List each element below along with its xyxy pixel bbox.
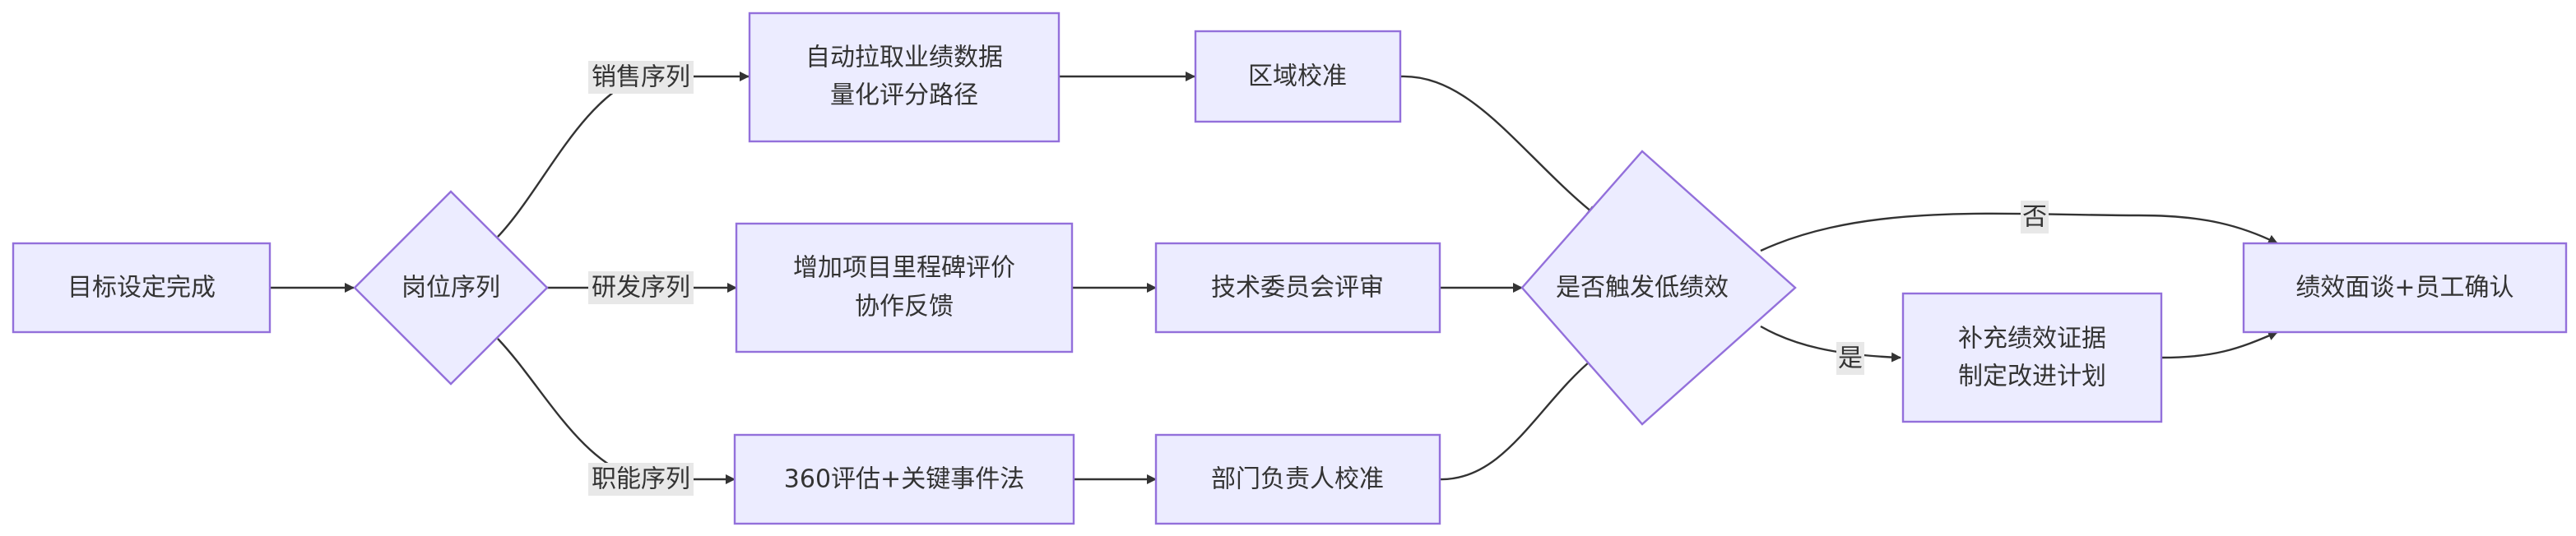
- node-rd-eval-line1: 增加项目里程碑评价: [793, 254, 1015, 283]
- edge-role-to-func: [497, 338, 736, 484]
- node-tech-review: 技术委员会评审: [1154, 242, 1441, 334]
- edge-label-func: 职能序列: [592, 465, 690, 494]
- edge-role-to-sales: [497, 72, 750, 238]
- node-sales-data: 自动拉取业绩数据 量化评分路径: [748, 12, 1061, 143]
- node-low-perf-decision: 是否触发低绩效: [1520, 150, 1797, 426]
- edge-label-rd: 研发序列: [592, 274, 690, 303]
- node-role-decision: 岗位序列: [353, 190, 549, 386]
- node-rd-eval: 增加项目里程碑评价 协作反馈: [735, 222, 1074, 353]
- node-region: 区域校准: [1194, 30, 1402, 123]
- edge-label-yes: 是: [1838, 344, 1863, 373]
- edge-label-no: 否: [2022, 203, 2047, 232]
- edge-lowperf-to-evidence: [1760, 325, 1901, 363]
- node-start-label: 目标设定完成: [67, 274, 216, 303]
- edge-label-sales: 销售序列: [592, 63, 690, 92]
- node-role-label: 岗位序列: [401, 274, 500, 303]
- node-evidence-line2: 制定改进计划: [1958, 363, 2106, 391]
- node-evidence: 补充绩效证据 制定改进计划: [1901, 292, 2163, 423]
- node-sales-data-line1: 自动拉取业绩数据: [805, 44, 1003, 72]
- node-dept-calib-label: 部门负责人校准: [1211, 465, 1384, 494]
- node-rd-eval-line2: 协作反馈: [855, 293, 954, 321]
- node-start: 目标设定完成: [12, 242, 272, 334]
- node-evidence-line1: 补充绩效证据: [1958, 325, 2106, 353]
- edges: [270, 72, 2278, 484]
- node-tech-review-label: 技术委员会评审: [1211, 274, 1384, 303]
- node-interview-label: 绩效面谈+员工确认: [2295, 274, 2513, 303]
- node-func-eval-label: 360评估+关键事件法: [784, 465, 1024, 494]
- node-low-perf-label: 是否触发低绩效: [1556, 274, 1729, 303]
- edge-dept-to-lowperf: [1439, 357, 1595, 481]
- nodes: 目标设定完成 岗位序列 自动拉取业绩数据 量化评分路径 区域校准 增加项目里程碑…: [12, 12, 2568, 525]
- edge-labels: 销售序列 研发序列 职能序列 否 是: [588, 61, 2049, 496]
- node-region-label: 区域校准: [1248, 62, 1347, 91]
- node-sales-data-line2: 量化评分路径: [830, 81, 978, 110]
- node-func-eval: 360评估+关键事件法: [733, 433, 1075, 525]
- edge-evidence-to-interview: [2161, 330, 2278, 359]
- edge-lowperf-to-interview: [1760, 212, 2278, 252]
- node-dept-calib: 部门负责人校准: [1154, 433, 1441, 525]
- node-interview: 绩效面谈+员工确认: [2242, 242, 2568, 334]
- edge-region-to-lowperf: [1399, 75, 1597, 216]
